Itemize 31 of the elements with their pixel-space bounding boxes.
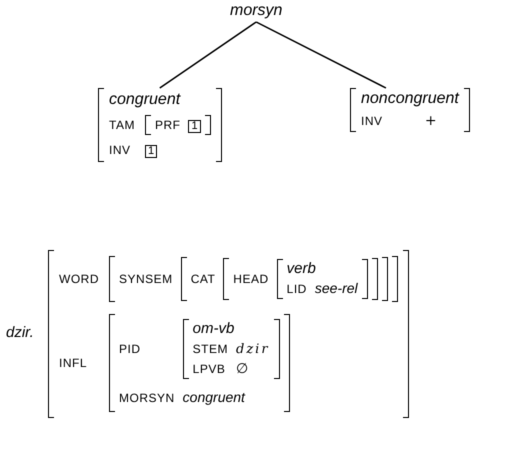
feature-name: HEAD <box>233 272 269 286</box>
feature-name: INFL <box>59 356 88 370</box>
feature-name: PID <box>119 342 141 356</box>
feature-name: LID <box>286 282 307 296</box>
type-label: morsyn <box>230 2 282 20</box>
feature-name: WORD <box>59 272 99 286</box>
type-label: om-vb <box>192 320 234 337</box>
type-label: verb <box>286 260 316 277</box>
feature-name: PRF <box>154 118 180 132</box>
feature-name: TAM <box>109 118 135 132</box>
empty-set-symbol: ∅ <box>236 361 248 377</box>
tree-line <box>159 21 257 89</box>
tree-line <box>256 21 386 89</box>
feature-matrix <box>350 88 470 132</box>
feature-name: STEM <box>192 342 228 356</box>
feature-name: INV <box>109 143 131 157</box>
type-label: noncongruent <box>361 90 459 107</box>
feature-name: CAT <box>190 272 216 286</box>
feature-name: SYNSEM <box>119 272 173 286</box>
value-label: dzir <box>236 342 270 357</box>
tag-box: 1 <box>188 120 201 133</box>
feature-name: INV <box>361 114 383 128</box>
tag-box: 1 <box>144 145 158 158</box>
feature-name: LPVB <box>192 362 226 376</box>
value-label: congruent <box>182 389 245 405</box>
feature-name: MORSYN <box>119 391 175 405</box>
feature-matrix <box>98 88 222 162</box>
value-label: dzir. <box>6 324 34 341</box>
value-label: see-rel <box>314 280 358 296</box>
type-label: congruent <box>109 91 180 108</box>
plus-sign: + <box>424 113 437 129</box>
